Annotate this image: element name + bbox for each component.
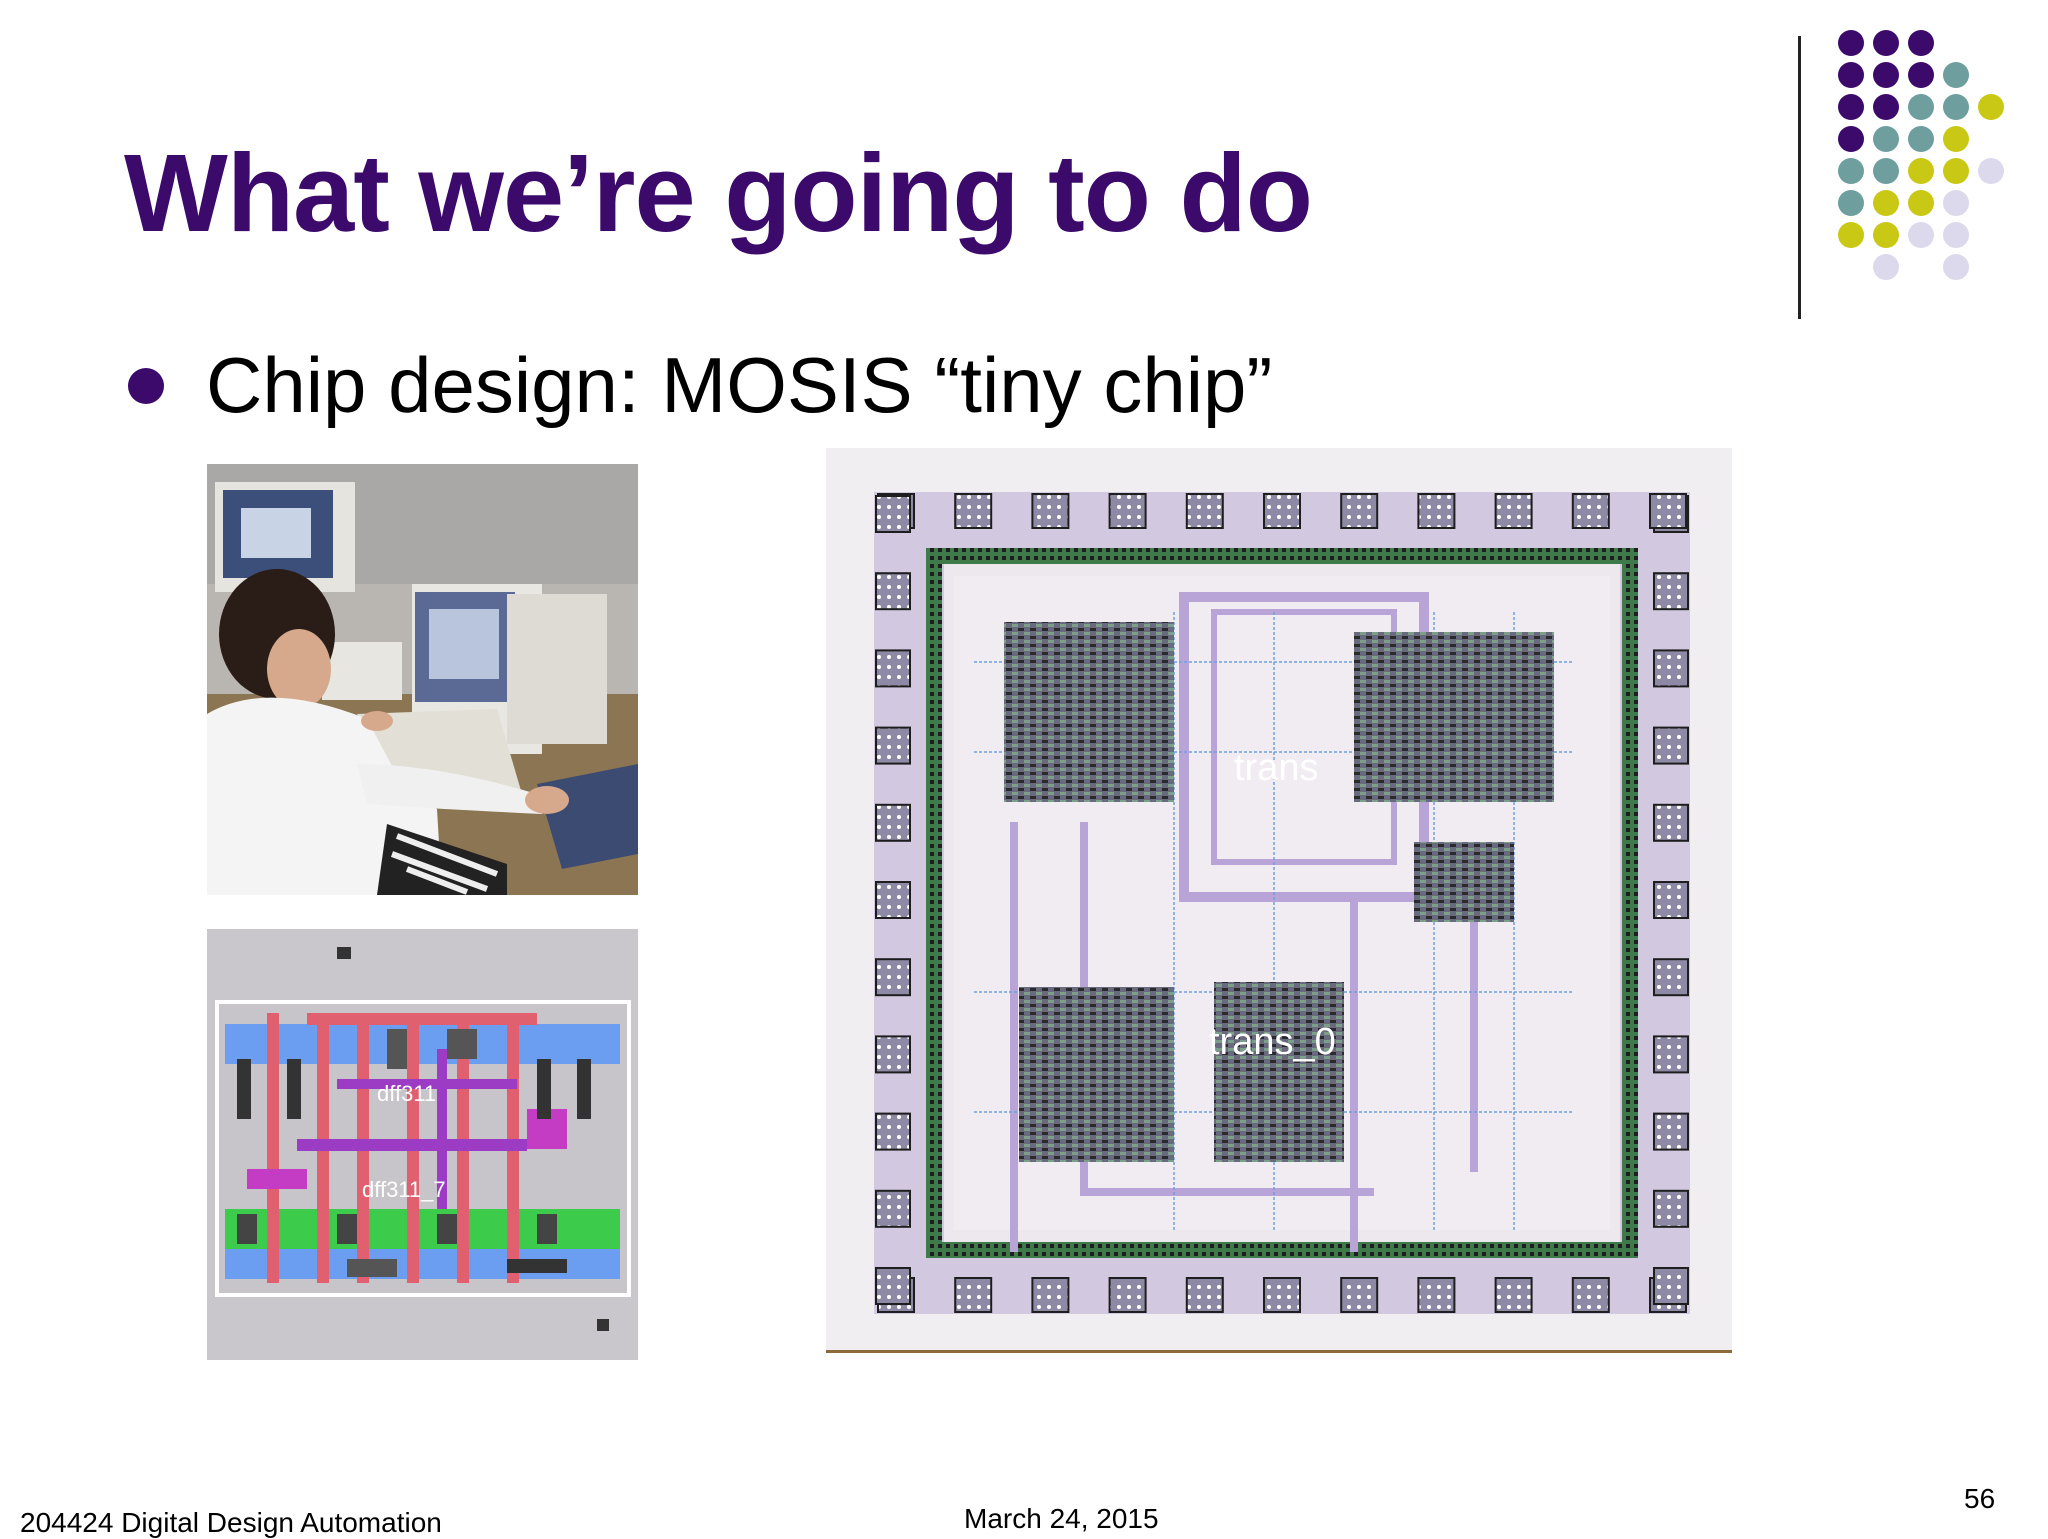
io-pad: [1417, 1277, 1456, 1313]
io-pad: [1108, 493, 1147, 529]
decorative-dot: [1873, 126, 1899, 152]
decorative-dot: [1838, 190, 1864, 216]
decorative-dot: [1908, 126, 1934, 152]
io-pad: [1649, 493, 1687, 529]
workstation-photo-image: [207, 464, 638, 895]
io-pad: [1417, 493, 1456, 529]
decorative-dot: [1838, 222, 1864, 248]
io-pad: [1653, 803, 1689, 842]
decorative-dot: [1943, 190, 1969, 216]
decorative-dot: [1838, 30, 1864, 56]
decorative-dot: [1908, 62, 1934, 88]
decorative-dot: [1978, 94, 2004, 120]
decorative-dot: [1873, 254, 1899, 280]
left-band: [0, 0, 165, 1536]
slide-title: What we’re going to do: [124, 132, 1313, 255]
decorative-dot: [1943, 222, 1969, 248]
io-pad: [1031, 1277, 1070, 1313]
chip-label-2: trans_0: [1209, 1021, 1336, 1063]
decorative-dot: [1873, 158, 1899, 184]
io-pad: [875, 1035, 911, 1074]
decorative-dot: [1873, 94, 1899, 120]
io-pad: [875, 881, 911, 919]
decorative-dot: [1943, 254, 1969, 280]
decorative-dots-icon: [1838, 30, 2028, 290]
io-pad: [875, 726, 911, 765]
decorative-dot: [1873, 30, 1899, 56]
io-pad: [1340, 493, 1379, 529]
io-pad: [1571, 1277, 1610, 1313]
divider-line: [1798, 36, 1801, 319]
io-pad: [875, 495, 911, 533]
io-pad: [875, 1267, 911, 1305]
footer-course: 204424 Digital Design Automation: [20, 1507, 442, 1538]
bullet-item: Chip design: MOSIS “tiny chip”: [128, 340, 1272, 431]
io-pad: [1653, 649, 1689, 688]
io-pad: [954, 493, 993, 529]
io-pad: [1653, 958, 1689, 997]
io-pad: [1653, 1035, 1689, 1074]
io-pad: [1340, 1277, 1379, 1313]
workstation-photo: [207, 464, 638, 895]
bullet-text: Chip design: MOSIS “tiny chip”: [206, 341, 1273, 429]
decorative-dot: [1873, 190, 1899, 216]
cell-label-2: dff311_7: [362, 1177, 446, 1202]
io-pad: [1108, 1277, 1147, 1313]
decorative-dot: [1943, 126, 1969, 152]
decorative-dot: [1978, 158, 2004, 184]
decorative-dot: [1943, 94, 1969, 120]
io-pad: [1185, 493, 1224, 529]
io-pad: [1571, 493, 1610, 529]
chip-label-1: trans: [1234, 747, 1318, 789]
decorative-dot: [1908, 190, 1934, 216]
bullet-dot-icon: [128, 367, 164, 404]
standard-cell-layout: dff311 dff311_7: [207, 929, 638, 1360]
chip-layout-panel: trans trans_0: [826, 448, 1732, 1353]
page-number: 56: [1964, 1483, 1996, 1514]
io-pad: [1653, 1267, 1689, 1305]
io-pad: [1494, 1277, 1533, 1313]
io-pad: [1185, 1277, 1224, 1313]
io-pad: [875, 572, 911, 611]
io-pad: [1031, 493, 1070, 529]
decorative-dot: [1838, 126, 1864, 152]
decorative-dot: [1943, 62, 1969, 88]
io-pad: [1653, 726, 1689, 765]
io-pad: [1653, 1189, 1689, 1228]
decorative-dot: [1838, 158, 1864, 184]
decorative-dot: [1943, 158, 1969, 184]
io-pad: [875, 958, 911, 997]
io-pad: [1263, 1277, 1301, 1313]
io-pad: [1653, 572, 1689, 611]
io-pad: [1494, 493, 1533, 529]
io-pad: [1653, 881, 1689, 919]
footer-date: March 24, 2015: [964, 1503, 1159, 1534]
io-pad: [875, 649, 911, 688]
decorative-dot: [1908, 158, 1934, 184]
decorative-dot: [1908, 222, 1934, 248]
io-pad: [875, 803, 911, 842]
decorative-dot: [1873, 62, 1899, 88]
io-pad: [1653, 1112, 1689, 1151]
io-pad: [875, 1189, 911, 1228]
decorative-dot: [1838, 94, 1864, 120]
decorative-dot: [1838, 62, 1864, 88]
io-pad: [954, 1277, 993, 1313]
tiny-chip-layout-image: trans trans_0: [874, 492, 1690, 1314]
io-pad: [1263, 493, 1301, 529]
io-pad: [875, 1112, 911, 1151]
standard-cell-layout-image: dff311 dff311_7: [207, 929, 638, 1360]
decorative-dot: [1908, 94, 1934, 120]
decorative-dot: [1873, 222, 1899, 248]
decorative-dot: [1908, 30, 1934, 56]
cell-label-1: dff311: [377, 1081, 436, 1106]
